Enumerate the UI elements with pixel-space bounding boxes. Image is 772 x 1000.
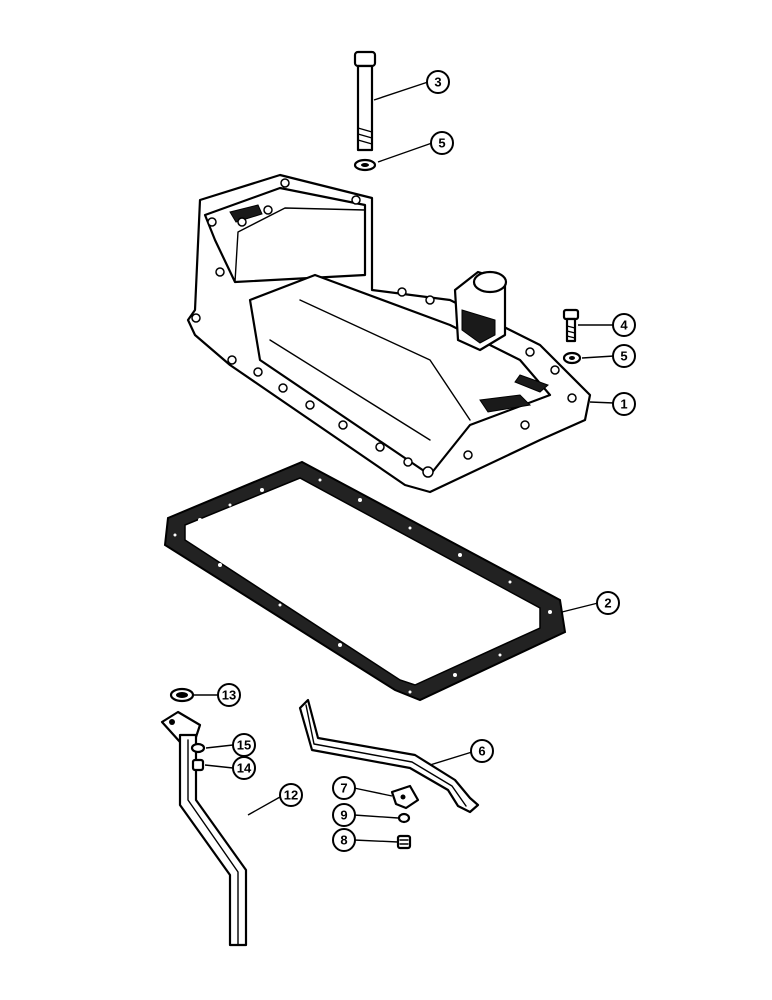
callout-12-label: 12 — [284, 788, 298, 803]
callout-8: 8 — [332, 828, 356, 852]
callout-14: 14 — [232, 756, 256, 780]
lock-washer-right — [562, 351, 582, 365]
screw-8 — [396, 834, 412, 850]
leader-lines — [194, 81, 615, 843]
small-bolt — [562, 308, 580, 343]
callout-4: 4 — [612, 313, 636, 337]
callout-14-label: 14 — [237, 761, 252, 776]
callout-3: 3 — [426, 70, 450, 94]
callout-2-label: 2 — [604, 596, 611, 611]
callout-5-top: 5 — [430, 131, 454, 155]
callout-1-label: 1 — [620, 397, 627, 412]
callout-7-label: 7 — [340, 781, 347, 796]
callout-15-label: 15 — [237, 738, 251, 753]
oil-pan-housing — [186, 173, 592, 494]
callout-6-label: 6 — [478, 744, 485, 759]
callout-9-label: 9 — [340, 808, 347, 823]
callout-5-right-label: 5 — [620, 349, 627, 364]
suction-tube — [160, 710, 248, 947]
callout-6: 6 — [470, 739, 494, 763]
callout-13: 13 — [217, 683, 241, 707]
callout-2: 2 — [596, 591, 620, 615]
nut-9 — [397, 812, 411, 824]
callout-15: 15 — [232, 733, 256, 757]
callout-8-label: 8 — [340, 833, 347, 848]
tube-clip — [390, 784, 420, 810]
lock-washer-15 — [190, 742, 206, 754]
oil-tube — [298, 698, 480, 814]
long-bolt — [353, 50, 377, 152]
callout-12: 12 — [279, 783, 303, 807]
callout-3-label: 3 — [434, 75, 441, 90]
callout-4-label: 4 — [620, 318, 628, 333]
callout-5-right: 5 — [612, 344, 636, 368]
callout-5-top-label: 5 — [438, 136, 445, 151]
callout-13-label: 13 — [222, 688, 236, 703]
callout-1: 1 — [612, 392, 636, 416]
bolt-14 — [191, 758, 205, 772]
lock-washer-top — [353, 158, 377, 172]
callout-9: 9 — [332, 803, 356, 827]
callout-7: 7 — [332, 776, 356, 800]
oil-pan-gasket — [163, 460, 567, 702]
seal-ring — [169, 687, 195, 703]
